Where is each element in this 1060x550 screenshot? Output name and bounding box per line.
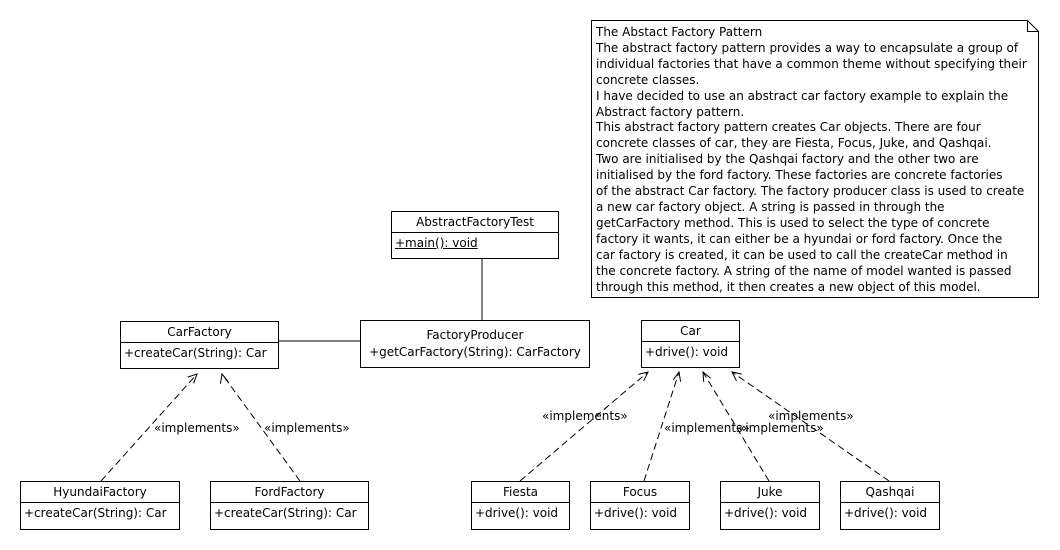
implements-label: «implements» — [154, 421, 240, 435]
class-method: +getCarFactory(String): CarFactory — [369, 345, 581, 359]
note-line: Two are initialised by the Qashqai facto… — [596, 152, 979, 167]
arrowhead-fiesta-car — [638, 371, 649, 382]
note-line: concrete classes. — [596, 72, 700, 87]
class-juke[interactable]: Juke +drive(): void — [720, 481, 820, 530]
class-method: +createCar(String): Car — [214, 506, 357, 520]
class-method: +main(): void — [392, 233, 558, 253]
class-name: Fiesta — [472, 482, 569, 503]
class-focus[interactable]: Focus +drive(): void — [590, 481, 690, 530]
note-line: the concrete factory. A string of the na… — [596, 263, 1012, 278]
note-text: The Abstact Factory Pattern The abstract… — [596, 25, 1027, 295]
class-factory-producer[interactable]: FactoryProducer +getCarFactory(String): … — [360, 320, 590, 368]
note-line: The abstract factory pattern provides a … — [596, 40, 1019, 55]
class-name: Juke — [721, 482, 819, 503]
class-name: HyundaiFactory — [21, 482, 179, 503]
class-hyundai-factory[interactable]: HyundaiFactory +createCar(String): Car — [20, 481, 180, 530]
pattern-description-note: The Abstact Factory Pattern The abstract… — [591, 20, 1039, 298]
class-name: AbstractFactoryTest — [392, 212, 558, 233]
class-method: +createCar(String): Car — [24, 506, 167, 520]
note-line: This abstract factory pattern creates Ca… — [596, 120, 981, 135]
note-line: concrete classes of car, they are Fiesta… — [596, 136, 992, 151]
arrowhead-focus-car — [672, 370, 682, 382]
note-line: I have decided to use an abstract car fa… — [596, 88, 1009, 103]
implements-label: «implements» — [664, 421, 750, 435]
class-ford-factory[interactable]: FordFactory +createCar(String): Car — [210, 481, 369, 530]
note-line: getCarFactory method. This is used to se… — [596, 215, 990, 230]
class-name: FordFactory — [211, 482, 368, 503]
dependency-hyundai-carfactory — [100, 373, 198, 482]
note-shape — [591, 20, 1039, 298]
dependency-qashqai-car — [731, 371, 890, 482]
class-name: Car — [642, 321, 739, 342]
implements-label: «implements» — [264, 421, 350, 435]
class-method: +drive(): void — [844, 506, 928, 520]
note-line: The Abstact Factory Pattern — [596, 25, 763, 39]
dependency-ford-carfactory — [221, 373, 301, 482]
note-line: of the abstract Car factory. The factory… — [596, 184, 1025, 199]
class-method: +createCar(String): Car — [124, 346, 267, 360]
implements-label: «implements» — [768, 409, 854, 423]
main-method: +main(): void — [395, 236, 478, 250]
class-method: +drive(): void — [594, 506, 678, 520]
class-method: +drive(): void — [724, 506, 808, 520]
class-abstract-factory-test[interactable]: AbstractFactoryTest +main(): void — [391, 211, 559, 259]
class-method: +drive(): void — [475, 506, 559, 520]
class-name: FactoryProducer — [426, 328, 524, 342]
note-line: initialised by the ford factory. These f… — [596, 168, 1003, 183]
class-name: CarFactory — [121, 322, 278, 343]
note-line: a new car factory object. A string is pa… — [596, 199, 945, 214]
arrowhead-ford-carfactory — [220, 372, 229, 384]
class-qashqai[interactable]: Qashqai +drive(): void — [840, 481, 940, 530]
class-name: Focus — [591, 482, 689, 503]
arrowhead-qashqai-car — [731, 371, 742, 382]
class-fiesta[interactable]: Fiesta +drive(): void — [471, 481, 570, 530]
class-name: Qashqai — [841, 482, 939, 503]
note-line: individual factories that have a common … — [596, 56, 1027, 71]
arrowhead-hyundai-carfactory — [187, 373, 198, 384]
note-line: factory it wants, it can either be a hyu… — [596, 231, 1003, 246]
implements-label: «implements» — [738, 421, 824, 435]
dependency-focus-car — [643, 371, 680, 482]
dependency-fiesta-car — [519, 371, 649, 482]
note-line: Abstract factory pattern. — [596, 104, 745, 119]
note-line: car factory is created, it can be used t… — [596, 247, 1008, 262]
class-car[interactable]: Car +drive(): void — [641, 320, 740, 368]
arrowhead-juke-car — [702, 370, 711, 382]
implements-label: «implements» — [542, 409, 628, 423]
note-line: through this method, it then creates a n… — [596, 279, 981, 294]
class-method: +drive(): void — [645, 345, 729, 359]
class-car-factory[interactable]: CarFactory +createCar(String): Car — [120, 321, 279, 369]
